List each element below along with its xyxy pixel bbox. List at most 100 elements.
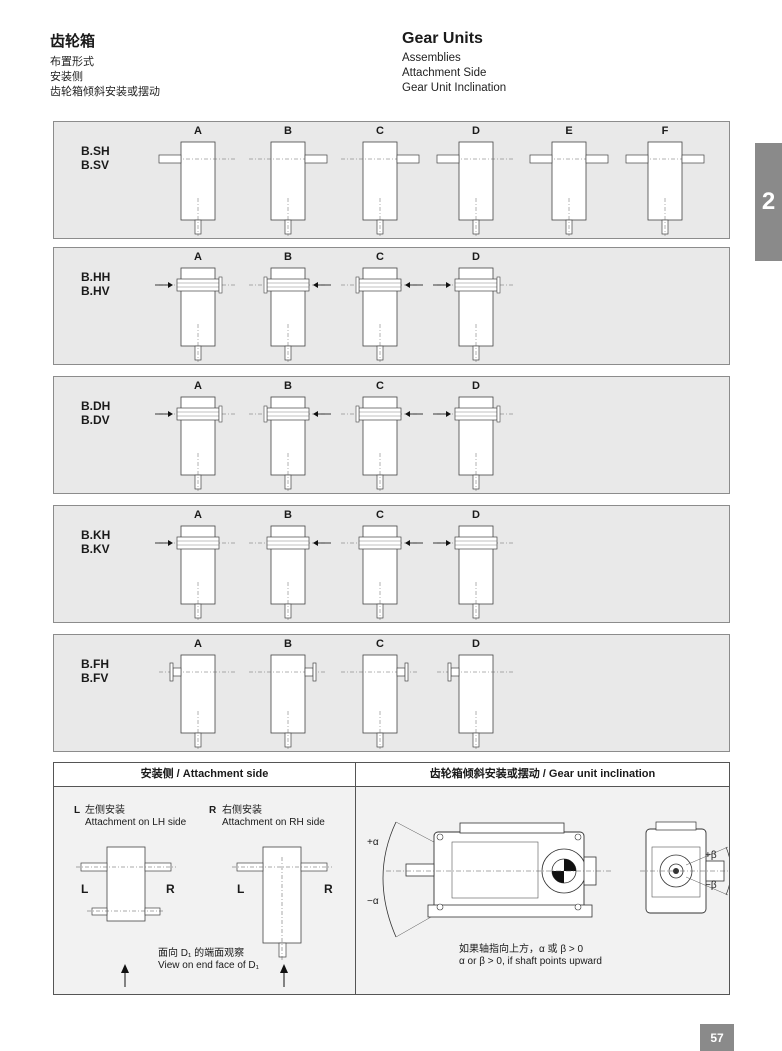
arrangement-column-label: A: [194, 509, 202, 521]
r-marker-left: R: [166, 882, 175, 896]
minus-beta-label: −β: [705, 880, 717, 891]
gear-unit-drawing: [159, 654, 237, 749]
gear-unit-drawing: [155, 267, 237, 362]
arrangement-column-label: B: [284, 509, 292, 521]
assembly-code-v: B.FV: [81, 671, 109, 685]
assembly-code-v: B.HV: [81, 284, 110, 298]
header-line-cn: 齿轮箱倾斜安装或摆动: [50, 85, 160, 98]
assembly-drawings: [158, 141, 705, 236]
arrangement-column-label: C: [376, 380, 384, 392]
l-cn-label: 左侧安装: [85, 805, 125, 816]
inclination-drawing: [382, 821, 729, 938]
assembly-code-h: B.FH: [81, 657, 109, 671]
arrangement-column-label: E: [565, 125, 573, 137]
arrangement-column-label: A: [194, 125, 202, 137]
assembly-code-h: B.HH: [81, 270, 111, 284]
gear-unit-drawing: [249, 654, 327, 749]
minus-alpha-label: −α: [367, 896, 379, 907]
r-marker-right: R: [324, 882, 333, 896]
assembly-drawings: [159, 654, 515, 749]
header-chinese: 齿轮箱 布置形式 安装侧 齿轮箱倾斜安装或摆动: [50, 30, 160, 99]
r-code: R: [209, 805, 217, 816]
gear-unit-drawing: [341, 654, 419, 749]
l-marker-right: L: [237, 882, 245, 896]
assembly-code-v: B.DV: [81, 413, 110, 427]
divider: [355, 763, 356, 994]
assembly-code-h: B.DH: [81, 399, 111, 413]
arrangement-column-label: C: [376, 125, 384, 137]
header-title-cn: 齿轮箱: [50, 32, 96, 50]
header-line-en: Gear Unit Inclination: [402, 82, 507, 94]
arrangement-column-label: B: [284, 380, 292, 392]
gear-unit-drawing: [158, 141, 237, 236]
inclination-header: 齿轮箱倾斜安装或摆动 / Gear unit inclination: [356, 763, 729, 787]
r-en-label: Attachment on RH side: [222, 817, 325, 828]
arrangement-column-label: D: [472, 380, 480, 392]
arrangement-column-label: A: [194, 638, 202, 650]
gear-unit-drawing: [249, 396, 331, 491]
attachment-inclination-box: 安装侧 / Attachment side 齿轮箱倾斜安装或摆动 / Gear …: [53, 762, 730, 995]
header-english: Gear Units Assemblies Attachment Side Ge…: [402, 30, 506, 96]
gear-unit-drawing: [155, 396, 237, 491]
arrangement-column-label: D: [472, 125, 480, 137]
gear-unit-drawing: [433, 396, 515, 491]
arrangement-column-label: C: [376, 251, 384, 263]
gear-unit-drawing: [437, 654, 515, 749]
chapter-tab[interactable]: 2: [755, 143, 782, 261]
arrangement-column-label: D: [472, 638, 480, 650]
assembly-drawings: [155, 525, 515, 620]
arrangement-column-label: A: [194, 251, 202, 263]
assembly-drawings: [155, 267, 515, 362]
arrangement-column-label: F: [661, 125, 669, 137]
assembly-code-h: B.KH: [81, 528, 111, 542]
arrangement-column-label: D: [472, 251, 480, 263]
inclination-note-en: α or β > 0, if shaft points upward: [459, 956, 602, 967]
plus-beta-label: +β: [705, 850, 717, 861]
arrangement-column-label: D: [472, 509, 480, 521]
gear-unit-drawing: [155, 525, 237, 620]
gear-unit-drawing: [249, 141, 328, 236]
inclination-note-cn: 如果轴指向上方，α 或 β > 0: [459, 944, 584, 955]
assembly-code-h: B.SH: [81, 144, 110, 158]
l-code: L: [74, 805, 81, 816]
gear-unit-drawing: [433, 267, 515, 362]
header-line-en: Attachment Side: [402, 67, 487, 79]
gear-unit-drawing: [341, 525, 423, 620]
gear-unit-drawing: [529, 141, 609, 236]
gear-unit-drawing: [433, 525, 515, 620]
gear-unit-drawing: [625, 141, 705, 236]
gear-unit-drawing: [249, 267, 331, 362]
gear-unit-drawing: [341, 267, 423, 362]
header-line-en: Assemblies: [402, 52, 461, 64]
arrangement-column-label: B: [284, 638, 292, 650]
arrangement-column-label: C: [376, 509, 384, 521]
gear-unit-drawing: [436, 141, 515, 236]
arrangement-column-label: A: [194, 380, 202, 392]
arrangement-column-label: C: [376, 638, 384, 650]
assembly-code-v: B.SV: [81, 158, 110, 172]
assembly-drawings: [155, 396, 515, 491]
header-line-cn: 布置形式: [50, 55, 94, 68]
attachment-side-header: 安装侧 / Attachment side: [54, 763, 355, 787]
plus-alpha-label: +α: [367, 837, 379, 848]
gear-unit-drawing: [341, 141, 420, 236]
gear-unit-drawing: [341, 396, 423, 491]
header-line-cn: 安装侧: [50, 70, 83, 83]
page-number: 57: [700, 1024, 734, 1051]
r-cn-label: 右侧安装: [222, 805, 262, 816]
view-en-label: View on end face of D₁: [158, 960, 260, 971]
l-marker-left: L: [81, 882, 89, 896]
view-cn-label: 面向 D₁ 的端面观察: [158, 948, 245, 959]
l-en-label: Attachment on LH side: [85, 817, 187, 828]
assembly-code-v: B.KV: [81, 542, 110, 556]
